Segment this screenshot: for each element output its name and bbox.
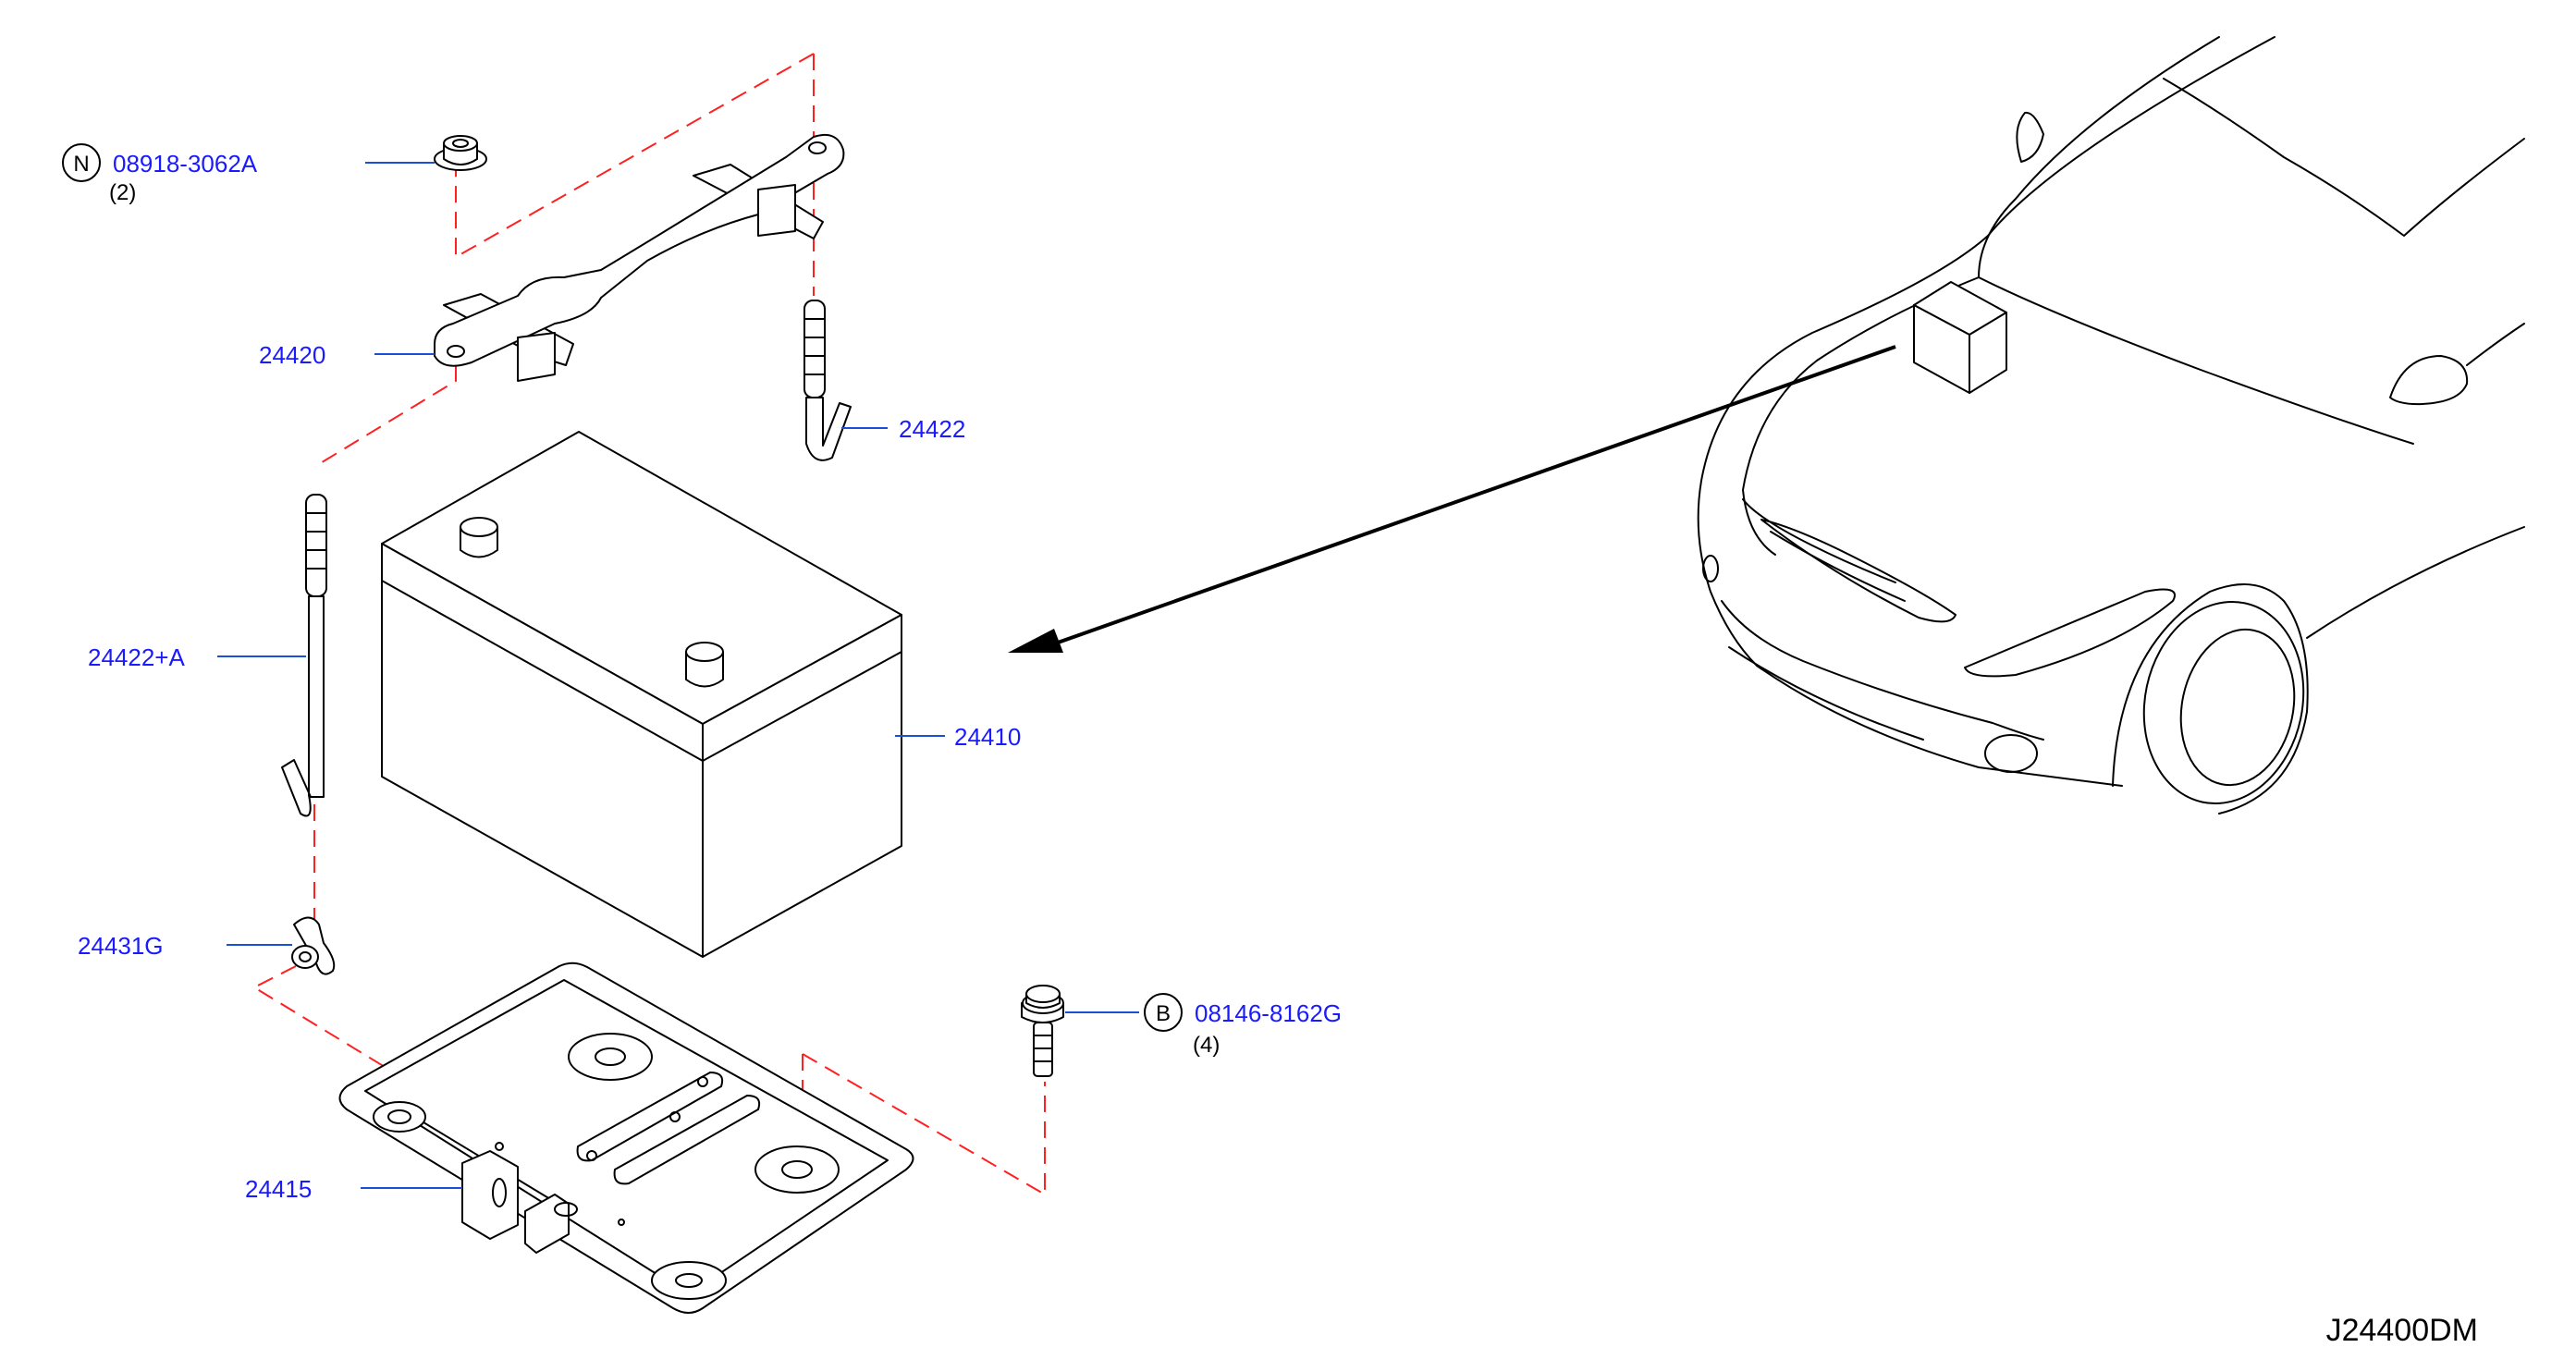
bolt-quantity: (4)	[1193, 1033, 1220, 1058]
bolt[interactable]	[1021, 985, 1064, 1077]
rod-right-part-number: 24422	[899, 415, 965, 443]
battery-part-number: 24410	[954, 723, 1021, 751]
battery-frame[interactable]	[434, 133, 845, 382]
battery-terminal-right	[685, 642, 724, 688]
bolt-part-number: 08146-8162G	[1195, 999, 1342, 1027]
hook-rod-right[interactable]	[803, 300, 852, 461]
leader-lines	[217, 162, 1139, 1189]
tray-part-number: 24415	[245, 1175, 312, 1203]
vehicle-outline	[1697, 36, 2525, 815]
nut-badge	[62, 143, 101, 182]
clip-part-number: 24431G	[78, 932, 164, 960]
frame-part-number: 24420	[259, 341, 325, 369]
bolt-badge-letter: B	[1156, 1001, 1171, 1026]
nut-quantity: (2)	[109, 180, 136, 205]
battery-terminal-left	[460, 517, 498, 558]
flange-nut[interactable]	[434, 135, 487, 171]
battery[interactable]	[381, 431, 902, 958]
battery-tray[interactable]	[338, 962, 914, 1314]
diagram-code: J24400DM	[2326, 1313, 2478, 1348]
nut-part-number: 08918-3062A	[113, 150, 258, 178]
bolt-badge	[1144, 993, 1183, 1032]
hook-rod-left[interactable]	[281, 494, 327, 817]
rod-left-part-number: 24422+A	[88, 643, 185, 671]
callout-nut: N 08918-3062A (2)	[62, 143, 258, 205]
location-arrow	[1008, 345, 1896, 653]
callout-bolt: B 08146-8162G (4)	[1144, 993, 1342, 1058]
clip[interactable]	[291, 916, 336, 975]
nut-badge-letter: N	[73, 152, 89, 177]
